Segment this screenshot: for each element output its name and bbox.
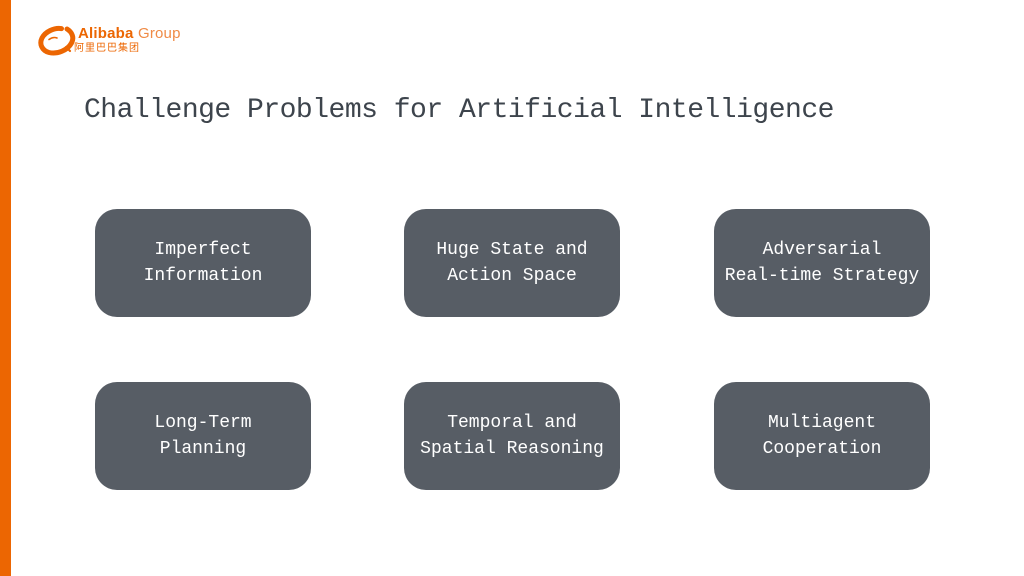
logo-chinese-text: 阿里巴巴集团: [74, 43, 140, 54]
card-long-term-planning: Long-Term Planning: [95, 382, 311, 490]
card-multiagent-cooperation: Multiagent Cooperation: [714, 382, 930, 490]
alibaba-group-logo: Alibaba Group 阿里巴巴集团: [36, 22, 181, 58]
card-line: Action Space: [447, 266, 577, 286]
logo-wordmark: Alibaba Group: [78, 26, 181, 42]
card-adversarial-real-time-strategy: Adversarial Real-time Strategy: [714, 209, 930, 317]
card-line: Huge State and: [436, 240, 588, 260]
logo-wordmark-alibaba: Alibaba: [78, 25, 134, 42]
card-huge-state-action-space: Huge State and Action Space: [404, 209, 620, 317]
logo-text-block: Alibaba Group 阿里巴巴集团: [74, 26, 181, 55]
card-line: Adversarial: [762, 240, 882, 260]
card-temporal-spatial-reasoning: Temporal and Spatial Reasoning: [404, 382, 620, 490]
alibaba-smiley-icon: [38, 25, 76, 56]
card-line: Real-time Strategy: [724, 266, 920, 286]
left-accent-bar: [0, 0, 11, 576]
card-line: Temporal and: [447, 413, 577, 433]
card-imperfect-information: Imperfect Information: [95, 209, 311, 317]
logo-wordmark-group: Group: [137, 25, 181, 42]
card-line: Information: [143, 266, 263, 286]
card-line: Imperfect: [154, 240, 252, 260]
card-line: Spatial Reasoning: [420, 439, 604, 459]
card-line: Cooperation: [762, 439, 882, 459]
slide-title: Challenge Problems for Artificial Intell…: [84, 95, 834, 126]
card-line: Planning: [159, 439, 247, 459]
card-line: Long-Term: [154, 413, 252, 433]
card-line: Multiagent: [767, 413, 877, 433]
